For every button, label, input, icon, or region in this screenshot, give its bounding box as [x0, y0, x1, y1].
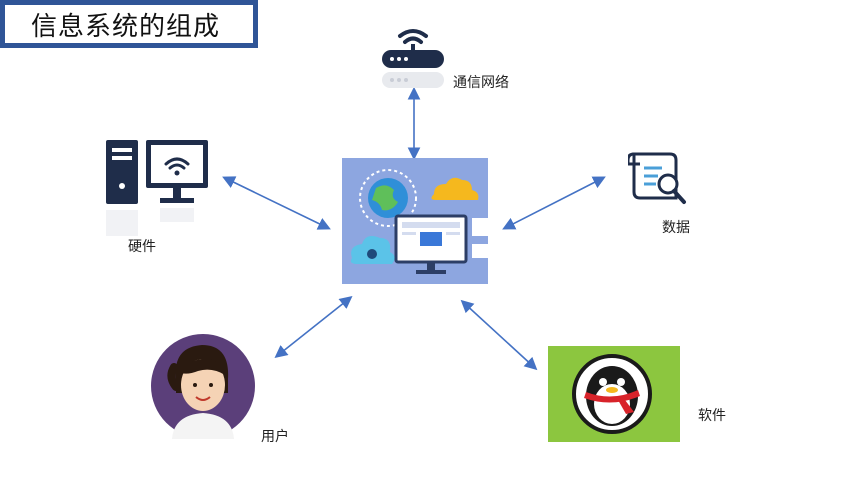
arrow-user: [274, 296, 353, 358]
wifi-router-icon: [380, 20, 446, 96]
label-hardware: 硬件: [128, 239, 156, 255]
qq-penguin-icon: [548, 346, 680, 446]
information-system-illustration: [342, 158, 488, 288]
arrow-hardware: [222, 176, 331, 230]
label-data: 数据: [662, 220, 690, 236]
arrow-data: [502, 176, 606, 230]
title-frame: 信息系统的组成: [0, 0, 258, 48]
document-search-icon: [626, 150, 692, 210]
desktop-computer-icon: [104, 138, 210, 242]
label-user: 用户: [261, 429, 289, 445]
label-network: 通信网络: [453, 75, 509, 91]
female-user-avatar-icon: [150, 333, 256, 443]
page-title: 信息系统的组成: [5, 5, 253, 43]
label-software: 软件: [698, 408, 726, 424]
arrow-software: [460, 299, 538, 371]
